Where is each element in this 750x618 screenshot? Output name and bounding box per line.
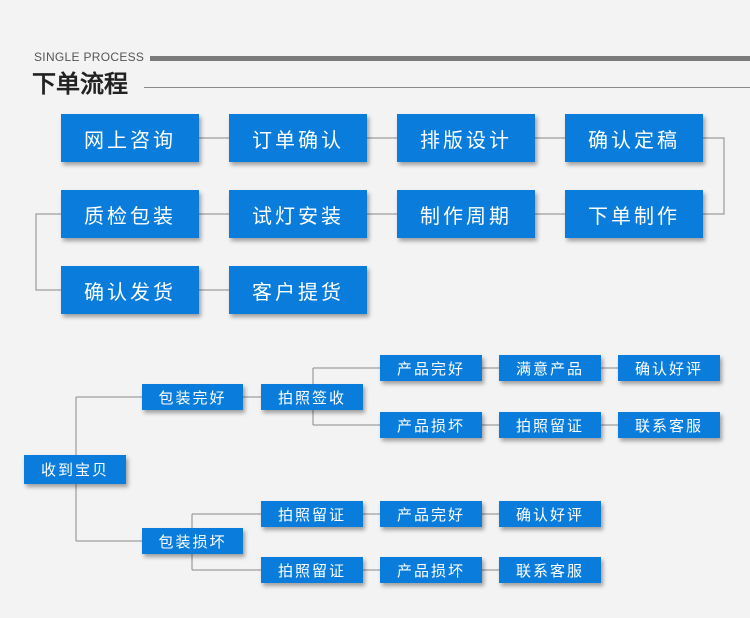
- step-layout-design: 排版设计: [397, 114, 535, 162]
- node-product-damaged: 产品损坏: [380, 412, 482, 438]
- header-rule-thick: [150, 56, 750, 61]
- node-received: 收到宝贝: [24, 455, 126, 484]
- step-confirm-final: 确认定稿: [565, 114, 703, 162]
- step-place-order: 下单制作: [565, 190, 703, 238]
- node-contact-service: 联系客服: [618, 412, 720, 438]
- node-good-review: 确认好评: [618, 355, 720, 381]
- step-qc-packing: 质检包装: [61, 190, 199, 238]
- node-product-intact: 产品完好: [380, 355, 482, 381]
- node-photo-evidence: 拍照留证: [499, 412, 601, 438]
- node-package-intact: 包装完好: [142, 384, 243, 410]
- node-package-damaged: 包装损坏: [142, 528, 243, 554]
- node-product-intact: 产品完好: [380, 501, 482, 527]
- section-title: 下单流程: [32, 70, 128, 98]
- step-production-cycle: 制作周期: [397, 190, 535, 238]
- node-good-review: 确认好评: [499, 501, 601, 527]
- node-photo-evidence: 拍照留证: [261, 557, 363, 583]
- node-contact-service: 联系客服: [499, 557, 601, 583]
- step-customer-pickup: 客户提货: [229, 266, 367, 314]
- node-satisfied: 满意产品: [499, 355, 601, 381]
- step-confirm-shipment: 确认发货: [61, 266, 199, 314]
- node-photo-evidence: 拍照留证: [261, 501, 363, 527]
- step-online-consult: 网上咨询: [61, 114, 199, 162]
- node-product-damaged: 产品损坏: [380, 557, 482, 583]
- section-subtitle: SINGLE PROCESS: [34, 50, 145, 64]
- step-order-confirm: 订单确认: [229, 114, 367, 162]
- header-rule-thin: [144, 87, 750, 88]
- node-photo-sign: 拍照签收: [261, 384, 363, 410]
- step-light-test: 试灯安装: [229, 190, 367, 238]
